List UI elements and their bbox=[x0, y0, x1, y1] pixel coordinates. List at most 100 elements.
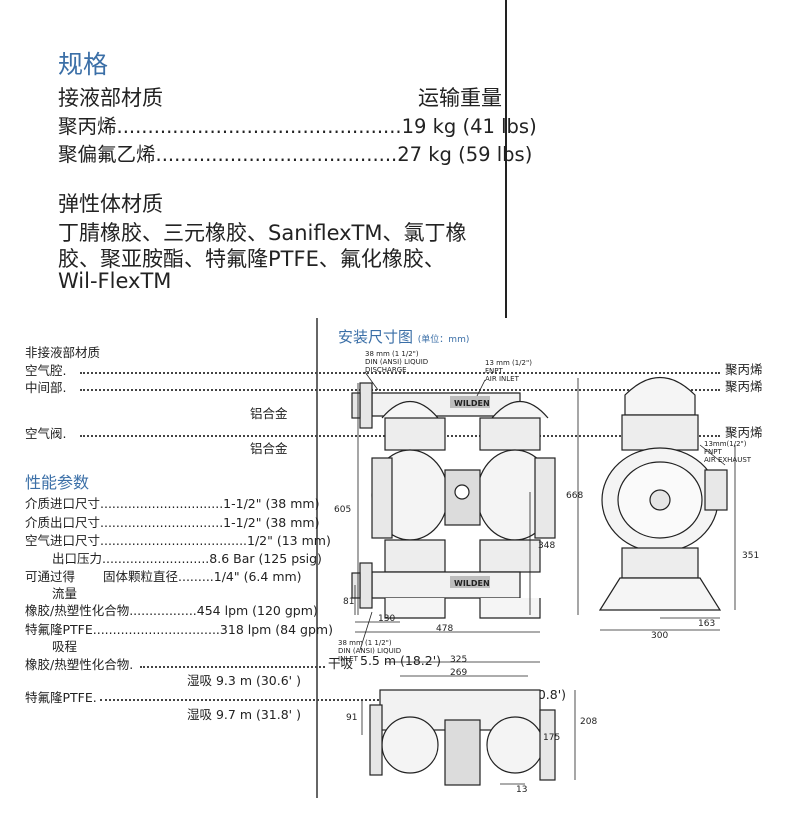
air-inlet-label-1: 13 mm (1/2") bbox=[485, 359, 532, 367]
outer-cover-left bbox=[371, 457, 393, 539]
top-block-left bbox=[384, 417, 446, 451]
wetted-heading: 接液部材质 bbox=[58, 86, 163, 110]
aluminum-label-2: 铝合金 bbox=[250, 441, 288, 456]
side-logo bbox=[649, 489, 671, 511]
side-base bbox=[598, 577, 722, 611]
top-block-right bbox=[479, 417, 541, 451]
bottom-block-right bbox=[479, 539, 541, 573]
inlet-label-3: INLET bbox=[338, 655, 359, 663]
suction-ptfe-dots bbox=[100, 699, 475, 701]
top-view-flange bbox=[369, 704, 383, 776]
perf-heading: 性能参数 bbox=[25, 473, 90, 492]
dim-163: 163 bbox=[698, 619, 715, 629]
discharge-label-2: DIN (ANSI) LIQUID bbox=[365, 358, 428, 366]
dry-label: 干吸 bbox=[328, 656, 354, 671]
aluminum-label-1: 铝合金 bbox=[250, 406, 288, 421]
suction-rubber-dots bbox=[140, 666, 325, 668]
center-section-label: 中间部. bbox=[25, 380, 67, 395]
flow-rubber-row: 橡胶/热塑性化合物.................454 lpm (120 g… bbox=[25, 603, 318, 618]
dim-478: 478 bbox=[436, 624, 453, 634]
air-inlet-label-2: FNPT bbox=[485, 367, 503, 375]
inlet-flange-outer bbox=[351, 572, 361, 599]
elastomer-line-3: Wil-FlexTM bbox=[58, 269, 172, 293]
exhaust-label-3: AIR EXHAUST bbox=[704, 456, 752, 464]
weight-row-pvdf: 聚偏氟乙烯...................................… bbox=[58, 143, 533, 166]
elastomer-heading: 弹性体材质 bbox=[58, 192, 163, 216]
inlet-label-1: 38 mm (1 1/2") bbox=[338, 639, 392, 647]
weight-row-pp: 聚丙烯.....................................… bbox=[58, 115, 537, 138]
elastomer-line-2: 胶、聚亚胺酯、特氟隆PTFE、氟化橡胶、 bbox=[58, 247, 445, 271]
dim-91: 91 bbox=[346, 713, 357, 723]
passable-label: 可通过得 bbox=[25, 569, 76, 584]
dim-348: 348 bbox=[538, 541, 555, 551]
elastomer-line-1: 丁腈橡胶、三元橡胶、SaniflexTM、氯丁橡 bbox=[58, 221, 467, 245]
exhaust-label-2: FNPT bbox=[704, 448, 722, 456]
brand-text-top: WILDEN bbox=[454, 399, 490, 408]
inlet-label-2: DIN (ANSI) LIQUID bbox=[338, 647, 401, 655]
suction-ptfe-label: 特氟隆PTFE. bbox=[25, 690, 97, 705]
air-valve-label: 空气阀. bbox=[25, 426, 67, 441]
inlet-base-right bbox=[479, 598, 541, 619]
dim-269: 269 bbox=[450, 668, 467, 678]
drawing-unit: (单位：mm) bbox=[417, 335, 470, 345]
drawing-title-text: 安装尺寸图 bbox=[338, 328, 414, 346]
suction-label: 吸程 bbox=[52, 639, 78, 654]
exhaust-label-1: 13mm(1/2") bbox=[704, 440, 747, 448]
spec-title: 规格 bbox=[58, 50, 109, 79]
dim-130: 130 bbox=[378, 614, 395, 624]
manifold-dome-right bbox=[491, 401, 549, 419]
center-section-dots bbox=[80, 389, 720, 391]
top-view-port-right bbox=[486, 716, 544, 774]
flow-label: 流量 bbox=[52, 586, 78, 601]
dim-208: 208 bbox=[580, 717, 597, 727]
dim-81: 81 bbox=[343, 597, 354, 607]
inlet-manifold bbox=[371, 571, 521, 599]
top-view-port-left bbox=[381, 716, 439, 774]
side-top-block bbox=[621, 414, 699, 451]
side-exhaust bbox=[704, 469, 728, 511]
air-inlet-row: 空气进口尺寸..................................… bbox=[25, 533, 331, 548]
dim-605: 605 bbox=[334, 505, 351, 515]
shipping-heading: 运输重量 bbox=[418, 86, 502, 110]
outer-cover-right bbox=[534, 457, 556, 539]
manifold-dome-left bbox=[381, 401, 439, 419]
top-view-cover-right bbox=[539, 709, 556, 781]
air-inlet-label-3: AIR INLET bbox=[485, 375, 520, 383]
brand-badge-top bbox=[450, 396, 490, 408]
dry-value-1: 5.5 m (18.2') bbox=[360, 653, 442, 668]
center-port bbox=[454, 484, 470, 500]
inlet-row: 介质进口尺寸...............................1-1… bbox=[25, 496, 320, 511]
brand-badge-bottom bbox=[450, 576, 490, 588]
flow-ptfe-row: 特氟隆PTFE................................3… bbox=[25, 622, 333, 637]
nonwetted-heading: 非接液部材质 bbox=[25, 345, 101, 360]
side-bottom-block bbox=[621, 547, 699, 579]
out-pressure-row: 出口压力...........................8.6 Bar (… bbox=[52, 551, 322, 566]
wet-row-1: 湿吸 9.3 m (30.6' ) bbox=[187, 673, 301, 688]
suction-rubber-label: 橡胶/热塑性化合物. bbox=[25, 657, 134, 672]
dim-351: 351 bbox=[742, 551, 759, 561]
right-pp-3: 聚丙烯 bbox=[725, 425, 763, 440]
air-chamber-label: 空气腔. bbox=[25, 363, 67, 378]
bottom-block-left bbox=[384, 539, 446, 573]
dim-175: 175 bbox=[543, 733, 560, 743]
dim-13: 13 bbox=[516, 785, 527, 795]
discharge-flange-outer bbox=[351, 392, 361, 419]
dim-325: 325 bbox=[450, 655, 467, 665]
discharge-label-1: 38 mm (1 1/2") bbox=[365, 350, 419, 358]
outlet-row: 介质出口尺寸...............................1-1… bbox=[25, 515, 320, 530]
drawing-title: 安装尺寸图 (单位：mm) bbox=[338, 326, 469, 347]
bottom-divider bbox=[316, 318, 318, 798]
solid-dia-row: 固体颗粒直径.........1/4" (6.4 mm) bbox=[103, 569, 302, 584]
top-view-center bbox=[444, 719, 481, 786]
discharge-flange bbox=[359, 382, 373, 429]
side-top-dome bbox=[624, 376, 696, 416]
dim-668: 668 bbox=[566, 491, 583, 501]
inlet-base-left bbox=[384, 598, 446, 619]
discharge-label-3: DISCHARGE bbox=[365, 366, 407, 374]
dim-300: 300 bbox=[651, 631, 668, 641]
air-chamber-dots bbox=[80, 372, 720, 374]
right-pp-1: 聚丙烯 bbox=[725, 362, 763, 377]
wet-row-2: 湿吸 9.7 m (31.8' ) bbox=[187, 707, 301, 722]
top-divider bbox=[505, 0, 507, 318]
